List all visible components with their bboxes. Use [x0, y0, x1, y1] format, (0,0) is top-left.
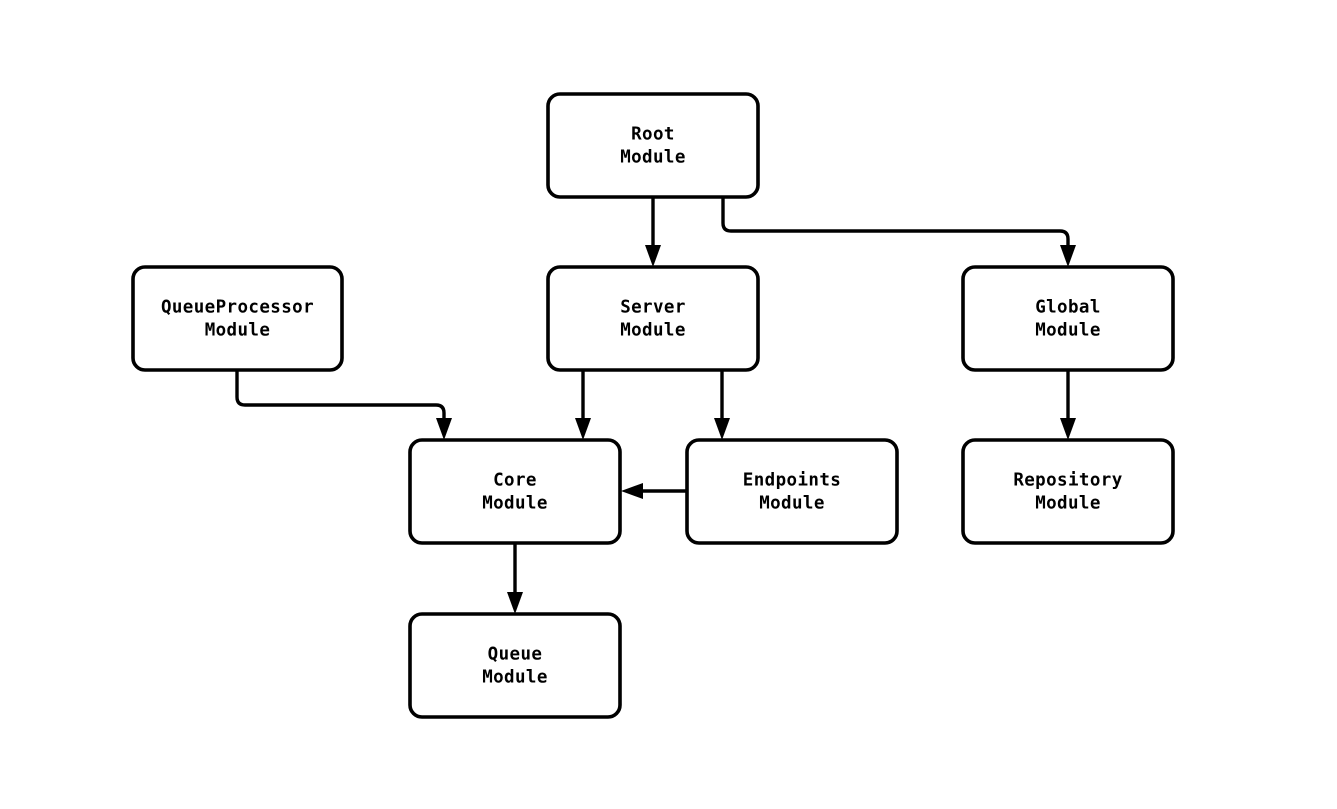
root-module-box[interactable] — [546, 92, 760, 199]
edge-server-to-endpoints — [714, 370, 730, 440]
repository-module-box[interactable] — [961, 438, 1175, 545]
root-module-label-line2: Module — [620, 148, 686, 168]
server-module-label-line2: Module — [620, 321, 686, 341]
edge-queueprocessor-to-core — [235, 370, 452, 440]
edge-server-to-endpoints-arrowhead — [714, 418, 730, 440]
queue-module-label-line1: Queue — [488, 645, 543, 665]
edge-server-to-core — [575, 370, 591, 440]
edge-root-to-server — [645, 197, 661, 267]
edge-core-to-queue-arrowhead — [507, 592, 523, 614]
server-module-label-line1: Server — [620, 298, 686, 318]
queue-module-label-line2: Module — [482, 668, 548, 688]
global-module-label-line2: Module — [1035, 321, 1101, 341]
edge-root-to-global-arrowhead — [1060, 245, 1076, 267]
edge-root-to-server-arrowhead — [645, 245, 661, 267]
edge-root-to-global-line — [721, 197, 1070, 250]
global-module-box[interactable] — [961, 265, 1175, 372]
endpoints-module-label-line1: Endpoints — [743, 471, 841, 491]
endpoints-module-box[interactable] — [685, 438, 899, 545]
core-module-label-line1: Core — [493, 471, 537, 491]
endpoints-module-label-line2: Module — [759, 494, 825, 514]
root-module-label-line1: Root — [631, 125, 675, 145]
edge-endpoints-to-core — [621, 483, 687, 499]
edge-global-to-repository — [1060, 370, 1076, 440]
queue-module-box[interactable] — [408, 612, 622, 719]
queueprocessor-module-label-line1: QueueProcessor — [161, 298, 314, 318]
edge-core-to-queue — [507, 543, 523, 614]
edge-server-to-core-arrowhead — [575, 418, 591, 440]
global-module-label-line1: Global — [1035, 298, 1101, 318]
edge-root-to-global — [721, 197, 1076, 267]
core-module-label-line2: Module — [482, 494, 548, 514]
edge-queueprocessor-to-core-line — [235, 370, 446, 423]
edge-layer — [235, 197, 1076, 614]
queueprocessor-module-box[interactable] — [131, 265, 344, 372]
node-layer: RootModuleQueueProcessorModuleServerModu… — [131, 92, 1175, 719]
repository-module-label-line2: Module — [1035, 494, 1101, 514]
queueprocessor-module-label-line2: Module — [205, 321, 271, 341]
edge-global-to-repository-arrowhead — [1060, 418, 1076, 440]
edge-queueprocessor-to-core-arrowhead — [436, 418, 452, 440]
core-module-box[interactable] — [408, 438, 622, 545]
edge-endpoints-to-core-arrowhead — [621, 483, 643, 499]
repository-module-label-line1: Repository — [1013, 471, 1122, 491]
server-module-box[interactable] — [546, 265, 760, 372]
